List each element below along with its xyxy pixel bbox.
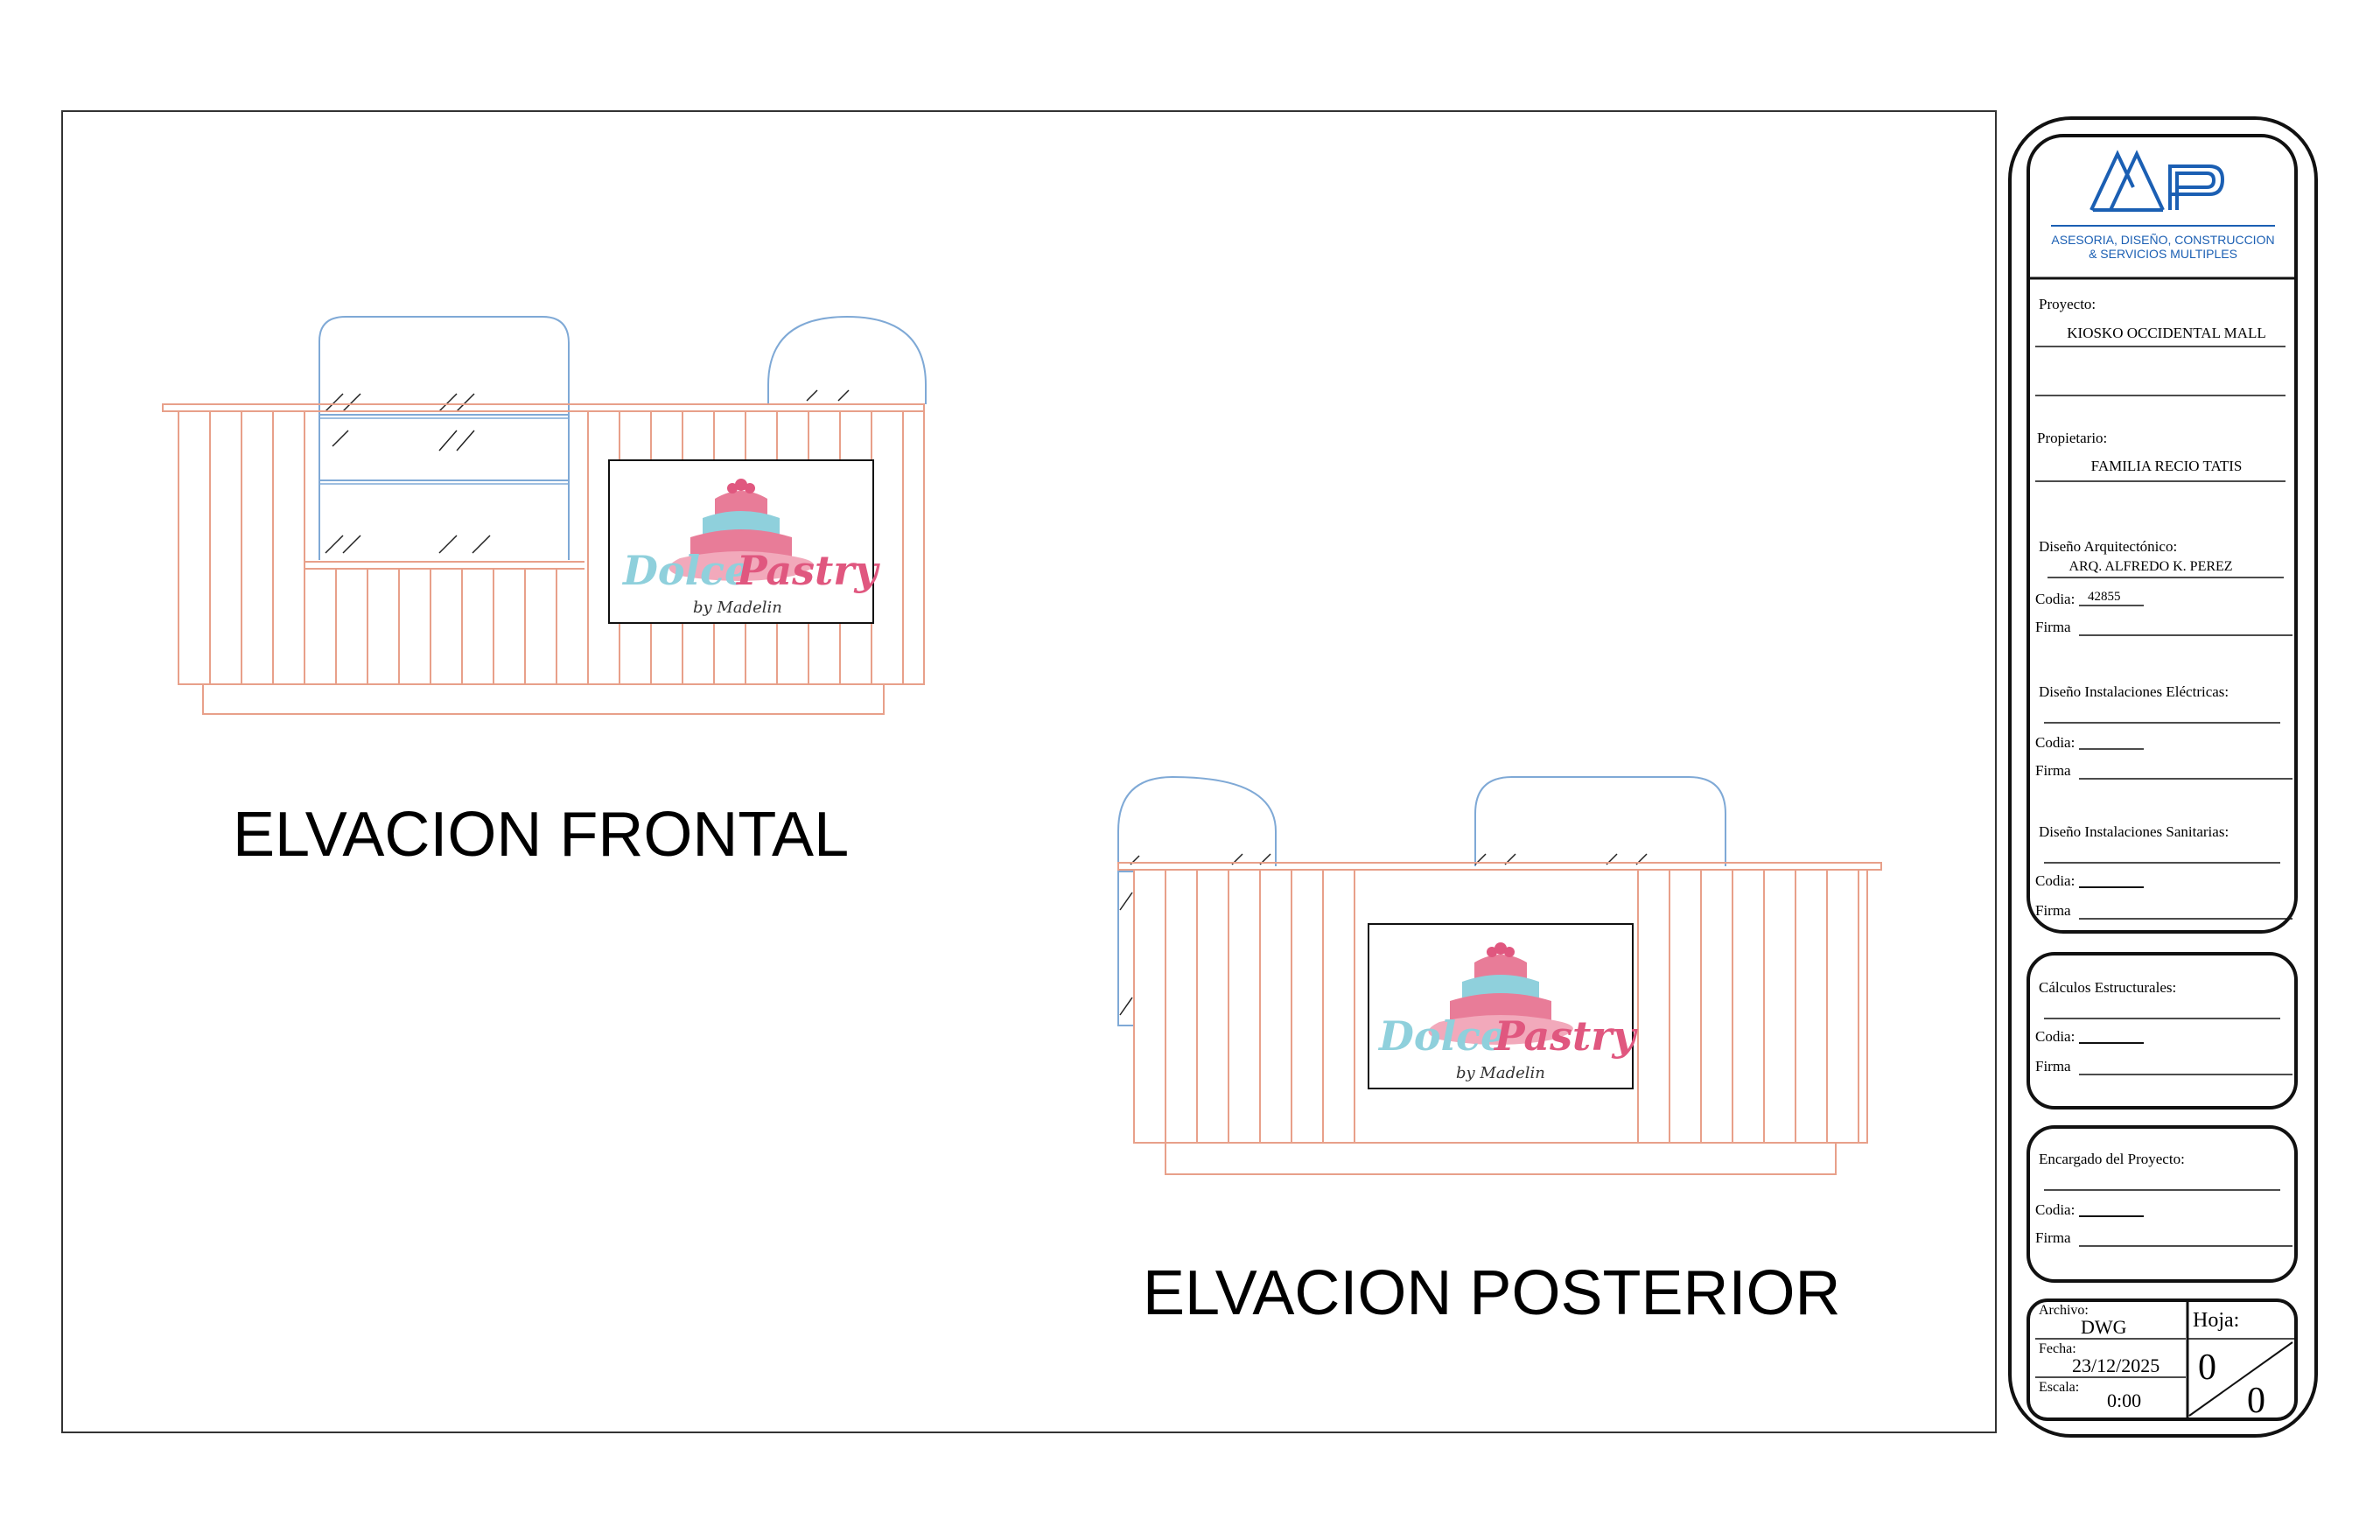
title-block-main (2026, 134, 2298, 934)
svg-text:Codia:: Codia: (2035, 1028, 2075, 1045)
estructurales-label: Cálculos Estructurales: (2039, 979, 2176, 996)
fecha-value: 23/12/2025 (2072, 1354, 2160, 1376)
front-logo-sign: Dolce Pastry by Madelin (608, 459, 881, 624)
encargado-label: Encargado del Proyecto: (2039, 1151, 2185, 1167)
svg-text:Firma: Firma (2035, 1229, 2071, 1246)
title-block: ASESORIA, DISEÑO, CONSTRUCCION & SERVICI… (2008, 116, 2318, 1438)
svg-text:Firma: Firma (2035, 1058, 2071, 1074)
codia-value: 42855 (2088, 590, 2121, 604)
front-elevation: Dolce Pastry by Madelin ELVACION FRONTAL (162, 315, 927, 870)
svg-text:Firma: Firma (2035, 902, 2071, 919)
title-block-estructural (2026, 952, 2298, 1110)
archivo-label: Archivo: (2039, 1303, 2089, 1318)
logo-word-dolce: Dolce (1377, 1012, 1506, 1060)
svg-text:Codia:: Codia: (2035, 872, 2075, 889)
company-logo (2090, 150, 2225, 212)
escala-label: Escala: (2039, 1380, 2079, 1395)
codia-label: Codia: (2035, 591, 2075, 607)
front-display-glass-right (767, 315, 927, 404)
drawing-frame (61, 110, 1997, 1433)
front-countertop (162, 403, 925, 412)
svg-text:Firma: Firma (2035, 762, 2071, 779)
logo-byline: by Madelin (1456, 1064, 1545, 1082)
hoja-number: 0 (2198, 1348, 2216, 1388)
logo-word-dolce: Dolce (621, 547, 750, 594)
hoja-total: 0 (2247, 1381, 2265, 1421)
archivo-value: DWG (2081, 1316, 2127, 1338)
svg-text:Codia:: Codia: (2035, 1201, 2075, 1218)
propietario-label: Propietario: (2037, 430, 2107, 446)
proyecto-value: KIOSKO OCCIDENTAL MALL (2067, 325, 2266, 341)
rear-display-glass-left (1117, 775, 1277, 866)
rear-logo-sign: Dolce Pastry by Madelin (1368, 923, 1639, 1089)
svg-text:Codia:: Codia: (2035, 734, 2075, 751)
front-elevation-title: ELVACION FRONTAL (233, 800, 849, 870)
electricas-label: Diseño Instalaciones Eléctricas: (2039, 683, 2229, 700)
rear-elevation: Dolce Pastry by Madelin ELVACION POSTERI… (1117, 775, 1882, 1328)
propietario-value: FAMILIA RECIO TATIS (2091, 458, 2243, 474)
diseno-arq-label: Diseño Arquitectónico: (2039, 538, 2177, 555)
fecha-label: Fecha: (2039, 1341, 2076, 1356)
company-line2: & SERVICIOS MULTIPLES (2089, 247, 2237, 261)
front-display-glass-left (318, 316, 570, 560)
logo-byline: by Madelin (693, 598, 782, 617)
front-base (202, 683, 885, 715)
title-block-encargado (2026, 1125, 2298, 1283)
rear-display-glass-right (1474, 776, 1726, 866)
hoja-label: Hoja: (2193, 1309, 2239, 1332)
rear-elevation-title: ELVACION POSTERIOR (1143, 1258, 1840, 1328)
escala-value: 0:00 (2107, 1390, 2141, 1411)
logo-word-pastry: Pastry (735, 547, 881, 594)
rear-base (1165, 1142, 1837, 1175)
company-line1: ASESORIA, DISEÑO, CONSTRUCCION (2051, 233, 2274, 247)
glass-reflection-marks (325, 389, 850, 554)
diseno-arq-value: ARQ. ALFREDO K. PEREZ (2068, 559, 2232, 574)
title-block-sheet-info (2026, 1298, 2298, 1421)
rear-wood-slats (1165, 870, 1859, 1143)
logo-word-pastry: Pastry (1493, 1012, 1639, 1060)
proyecto-label: Proyecto: (2039, 296, 2096, 312)
sanitarias-label: Diseño Instalaciones Sanitarias: (2039, 823, 2229, 840)
firma-label: Firma (2035, 619, 2071, 635)
